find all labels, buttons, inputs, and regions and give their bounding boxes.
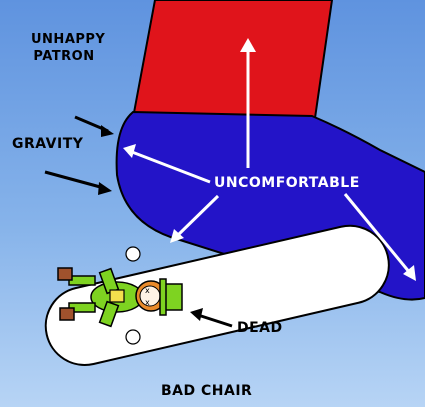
unhappy-label-line1: UNHAPPY <box>31 32 106 47</box>
dead-label: DEAD <box>237 320 283 336</box>
dead-leprechaun: x x <box>57 246 183 345</box>
uncomfortable-label: UNCOMFORTABLE <box>214 175 360 191</box>
gravity-arrows <box>44 115 114 195</box>
bad-chair-label: BAD CHAIR <box>161 383 253 399</box>
patron-leg <box>131 0 334 119</box>
unhappy-label-line2: PATRON <box>33 49 95 64</box>
uncomfortable-arrows <box>123 38 416 281</box>
dead-arrow <box>190 308 233 328</box>
unhappy-patron-label: UNHAPPY PATRON <box>31 31 106 65</box>
gravity-label: GRAVITY <box>12 136 84 152</box>
svg-text:x: x <box>145 298 150 307</box>
svg-text:x: x <box>145 286 150 295</box>
